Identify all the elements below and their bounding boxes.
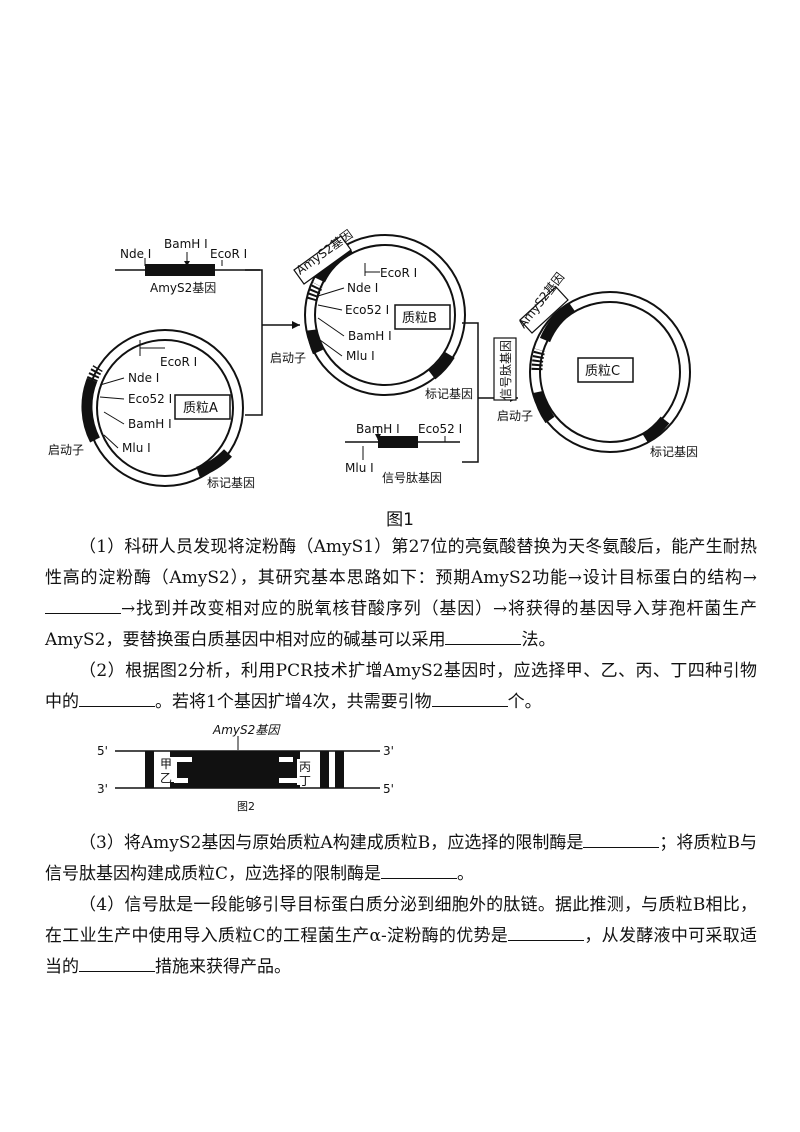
questions-block-2: （3）将AmyS2基因与原始质粒A构建成质粒B，应选择的限制酶是；将质粒B与信号… <box>45 828 757 983</box>
pb-site-mlui: Mlu I <box>346 349 375 363</box>
figure-2-caption: 图2 <box>237 800 255 813</box>
fig2-end-br: 5' <box>383 782 394 796</box>
pc-name: 质粒C <box>585 364 620 379</box>
primer-bing: 丙 <box>299 760 311 774</box>
primer-yi: 乙 <box>160 771 172 785</box>
fig2-gene-label: AmyS2基因 <box>212 723 281 737</box>
pa-name: 质粒A <box>183 401 218 416</box>
primer-jia: 甲 <box>160 757 172 771</box>
pa-site-bamhi: BamH I <box>128 417 172 431</box>
amys2-gene-fragment: Nde I BamH I EcoR I AmyS2基因 <box>115 237 260 295</box>
frag-site-ndei: Nde I <box>120 247 151 261</box>
plasmid-c: AmyS2基因 信号肽基因 质粒C 启动子 标记基因 <box>493 270 698 459</box>
frag-site-bamhi: BamH I <box>164 237 208 251</box>
plasmid-a: EcoR I Nde I Eco52 I BamH I Mlu I 质粒A 启动… <box>48 329 255 490</box>
answer-blank-4b[interactable] <box>79 953 155 972</box>
pb-promoter: 启动子 <box>270 351 306 365</box>
question-4: （4）信号肽是一段能够引导目标蛋白质分泌到细胞外的肽链。据此推测，与质粒B相比，… <box>45 895 758 977</box>
pa-site-eco52i: Eco52 I <box>128 392 172 406</box>
connector-a-to-b <box>245 269 300 416</box>
primer-ding: 丁 <box>299 774 311 788</box>
fig2-end-bl: 3' <box>97 782 108 796</box>
pa-promoter: 启动子 <box>48 443 84 457</box>
answer-blank-3a[interactable] <box>583 829 660 848</box>
question-3: （3）将AmyS2基因与原始质粒A构建成质粒B，应选择的限制酶是；将质粒B与信号… <box>45 828 757 890</box>
plasmid-b: AmyS2基因 EcoR I Nde I Eco52 I BamH I Mlu … <box>270 227 473 401</box>
answer-blank-2a[interactable] <box>79 688 155 707</box>
figure-2-diagram: AmyS2基因 5' 3' 3' 5' 甲 乙 丙 丁 图2 <box>97 723 394 813</box>
pa-marker: 标记基因 <box>207 476 255 490</box>
pa-site-mlui: Mlu I <box>122 441 151 455</box>
pb-site-bamhi: BamH I <box>348 329 392 343</box>
sig-site-eco52i: Eco52 I <box>418 422 462 436</box>
pb-name: 质粒B <box>402 311 437 326</box>
pa-site-ecori: EcoR I <box>160 355 197 369</box>
pc-marker: 标记基因 <box>650 445 698 459</box>
signal-gene-fragment: BamH I Eco52 I Mlu I 信号肽基因 <box>345 422 462 485</box>
pb-marker: 标记基因 <box>425 387 473 401</box>
answer-blank-4a[interactable] <box>508 922 585 941</box>
fig2-end-tr: 3' <box>383 744 394 758</box>
question-1: （1）科研人员发现将淀粉酶（AmyS1）第27位的亮氨酸替换为天冬氨酸后，能产生… <box>45 537 757 650</box>
figure-1-diagram: Nde I BamH I EcoR I AmyS2基因 EcoR I Nde I… <box>48 227 698 490</box>
pb-site-ecori: EcoR I <box>380 266 417 280</box>
fig2-end-tl: 5' <box>97 744 108 758</box>
frag-site-ecori: EcoR I <box>210 247 247 261</box>
pa-site-ndei: Nde I <box>128 371 159 385</box>
answer-blank-2b[interactable] <box>431 688 508 707</box>
answer-blank-1b[interactable] <box>445 626 522 645</box>
answer-blank-3b[interactable] <box>381 860 458 879</box>
question-2: （2）根据图2分析，利用PCR技术扩增AmyS2基因时，应选择甲、乙、丙、丁四种… <box>45 661 757 712</box>
sig-gene-label: 信号肽基因 <box>382 470 442 485</box>
answer-blank-1a[interactable] <box>45 595 121 614</box>
pc-promoter: 启动子 <box>497 409 533 423</box>
frag-gene-label: AmyS2基因 <box>150 281 216 295</box>
pb-site-ndei: Nde I <box>347 281 378 295</box>
sig-site-mlui: Mlu I <box>345 461 374 475</box>
questions-block-1: （1）科研人员发现将淀粉酶（AmyS1）第27位的亮氨酸替换为天冬氨酸后，能产生… <box>45 532 757 718</box>
figure-1-caption: 图1 <box>386 510 414 530</box>
pb-site-eco52i: Eco52 I <box>345 303 389 317</box>
pc-signal: 信号肽基因 <box>498 340 513 400</box>
